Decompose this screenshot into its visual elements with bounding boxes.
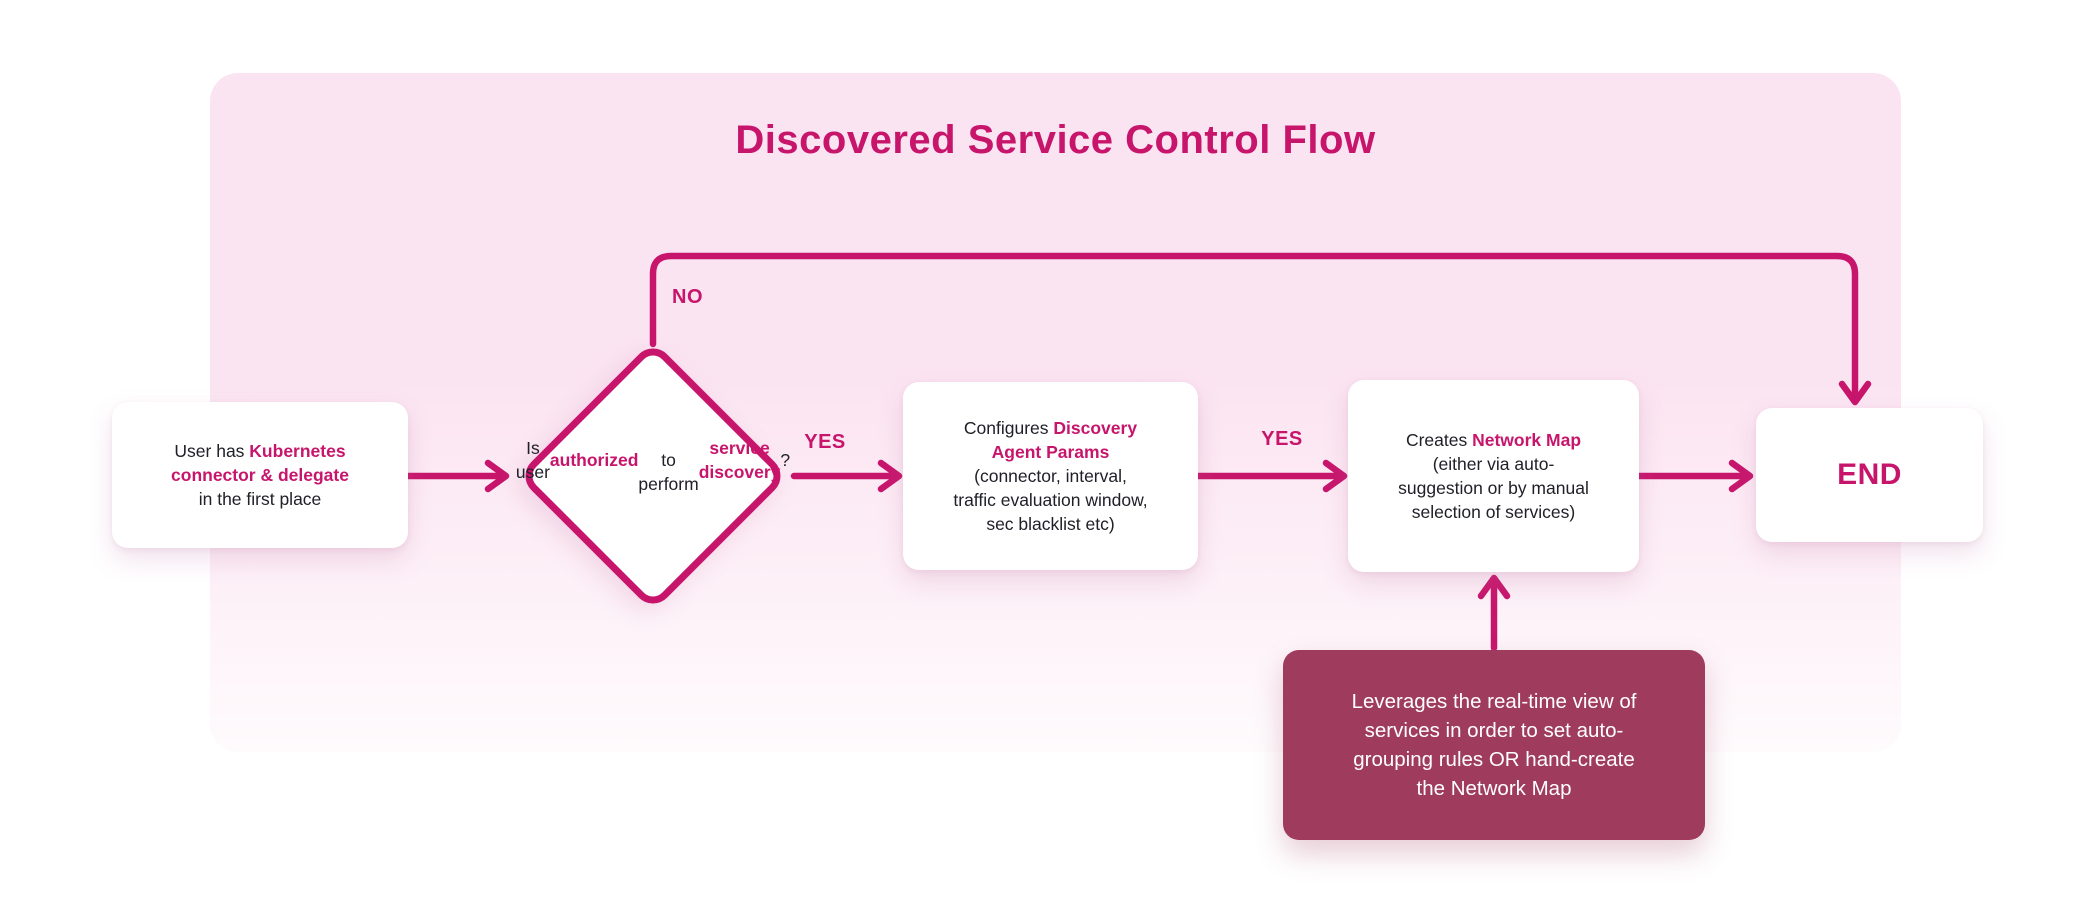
edge-label-no: NO [672, 286, 703, 308]
node-end-label: END [1837, 458, 1902, 491]
node-start-prerequisite: User has Kubernetes connector & delegate… [112, 402, 408, 548]
node-configure-text: Configures Discovery Agent Params (conne… [953, 418, 1148, 534]
edge-label-yes-1: YES [804, 431, 846, 453]
node-configure-discovery-params: Configures Discovery Agent Params (conne… [903, 382, 1198, 570]
edge-start-to-decision [404, 459, 510, 493]
edge-decision-no-to-end [649, 252, 1872, 406]
node-end: END [1756, 408, 1983, 542]
diagram-title: Discovered Service Control Flow [735, 118, 1376, 162]
edge-annotation-to-create-map [1477, 574, 1511, 652]
edge-configure-to-create-map [1193, 459, 1348, 493]
node-decision-text: Is user authorized to perform service di… [515, 438, 791, 494]
annotation-text: Leverages the real-time view of services… [1351, 690, 1637, 800]
annotation-note: Leverages the real-time view of services… [1283, 650, 1705, 840]
edge-label-yes-2: YES [1261, 428, 1303, 450]
node-start-text: User has Kubernetes connector & delegate… [171, 441, 349, 509]
node-create-text: Creates Network Map (either via auto- su… [1398, 430, 1589, 522]
edge-create-map-to-end [1634, 459, 1754, 493]
edge-decision-to-configure [790, 459, 903, 493]
node-create-network-map: Creates Network Map (either via auto- su… [1348, 380, 1639, 572]
